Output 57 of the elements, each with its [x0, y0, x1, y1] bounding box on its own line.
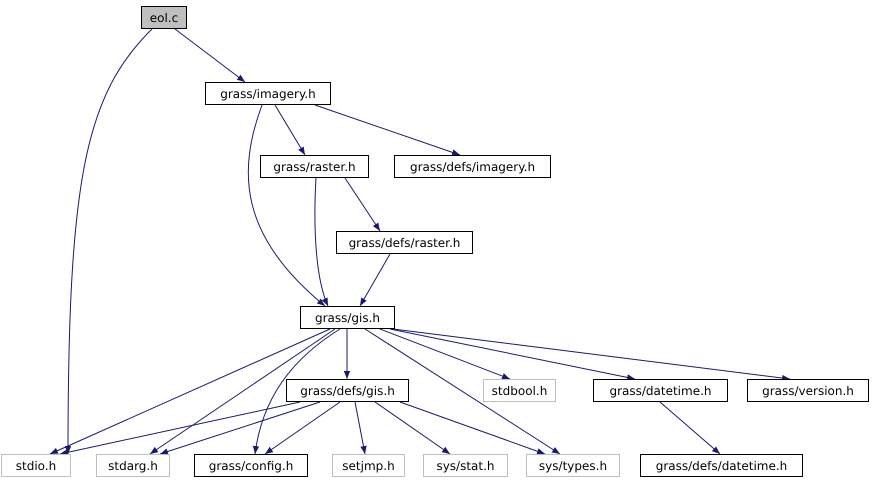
- header-file-box: [640, 454, 803, 477]
- include-arrow: [392, 328, 790, 382]
- header-file-box: [300, 306, 395, 329]
- header-file-box: [332, 454, 405, 477]
- include-arrow: [274, 104, 306, 156]
- file-name: grass/raster.h: [273, 160, 356, 174]
- file-name: grass/gis.h: [314, 310, 380, 324]
- include-arrow: [174, 28, 246, 82]
- include-arrow: [660, 402, 720, 454]
- include-arrow: [344, 178, 380, 232]
- include-arrow: [360, 254, 390, 306]
- include-arrow: [314, 178, 328, 306]
- file-name: stdbool.h: [492, 384, 548, 398]
- include-arrow: [253, 328, 340, 454]
- header-file-box: [141, 6, 187, 29]
- include-arrow: [380, 328, 510, 380]
- header-file-box: [483, 379, 556, 402]
- header-file-box: [96, 454, 170, 477]
- include-arrow: [64, 28, 152, 454]
- header-file-box: [394, 155, 551, 178]
- include-arrow: [390, 328, 636, 381]
- header-file-box: [336, 231, 473, 254]
- file-name: grass/defs/raster.h: [348, 236, 460, 250]
- include-arrow: [160, 402, 320, 455]
- file-name: sys/stat.h: [436, 458, 495, 472]
- file-name: grass/defs/gis.h: [300, 384, 395, 398]
- file-name: grass/datetime.h: [609, 384, 712, 398]
- header-file-box: [423, 454, 508, 477]
- include-arrow: [248, 104, 326, 306]
- header-file-box: [1, 454, 71, 477]
- file-name: grass/defs/datetime.h: [656, 458, 788, 472]
- include-arrow: [50, 328, 330, 454]
- file-name: grass/defs/imagery.h: [410, 160, 536, 174]
- file-name: grass/imagery.h: [220, 86, 316, 100]
- header-file-box: [205, 82, 331, 105]
- header-file-box: [747, 379, 869, 402]
- include-arrow: [400, 402, 546, 454]
- file-name: stdarg.h: [108, 458, 158, 472]
- include-arrow: [60, 402, 300, 456]
- file-name: setjmp.h: [342, 458, 395, 472]
- include-arrow: [150, 328, 336, 454]
- file-name: grass/config.h: [208, 458, 294, 472]
- file-name: sys/types.h: [538, 458, 608, 472]
- header-file-box: [593, 379, 728, 402]
- include-arrow: [344, 328, 350, 380]
- file-name: stdio.h: [16, 458, 56, 472]
- header-file-box: [286, 379, 409, 402]
- include-arrow: [354, 402, 367, 454]
- header-file-box: [526, 454, 620, 477]
- include-arrow: [314, 104, 460, 156]
- include-arrow: [374, 402, 450, 454]
- file-name: eol.c: [150, 10, 178, 24]
- include-arrow: [264, 402, 340, 454]
- header-file-box: [194, 454, 308, 477]
- file-name: grass/version.h: [762, 384, 854, 398]
- include-arrow: [364, 328, 560, 454]
- header-file-box: [260, 155, 369, 178]
